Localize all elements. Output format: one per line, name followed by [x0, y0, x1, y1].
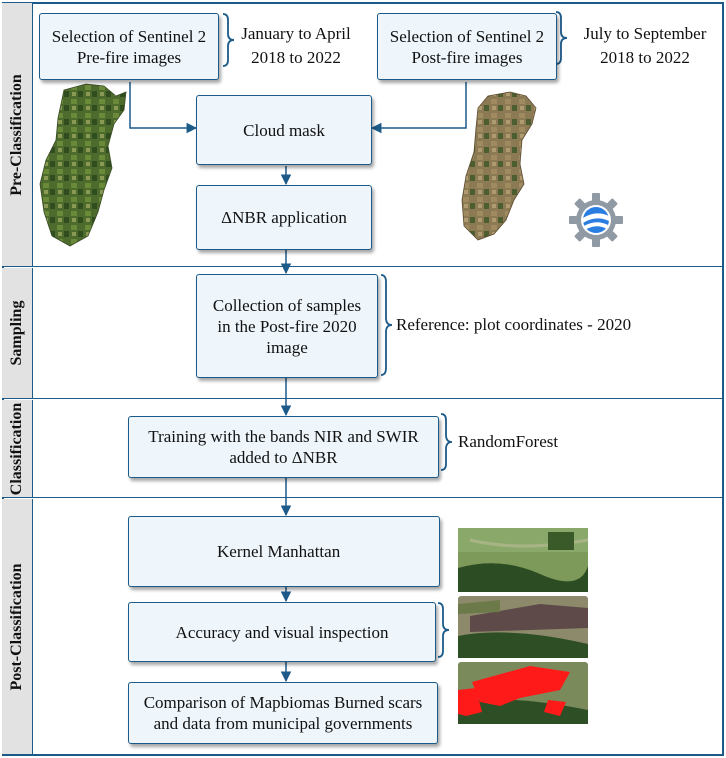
section-divider [2, 266, 724, 267]
municipality-map-prefire [39, 83, 127, 247]
training-box: Training with the bands NIR and SWIR add… [128, 416, 439, 478]
postfire-selection-box: Selection of Sentinel 2 Post-fire images [377, 13, 557, 80]
satellite-thumb-burned-red [458, 662, 588, 724]
brace-training [440, 413, 453, 471]
brace-accuracy [437, 602, 450, 658]
brace-postfire [555, 11, 568, 65]
dnbr-application-box: ΔNBR application [196, 185, 372, 250]
section-band-post-classification: Post-Classification [2, 499, 33, 754]
section-band-classification: Classification [2, 400, 33, 497]
sample-collection-box: Collection of samples in the Post-fire 2… [196, 274, 378, 378]
arrow-prefire-to-cloud [129, 82, 198, 134]
section-band-pre-classification: Pre-Classification [2, 3, 33, 266]
satellite-thumb-2 [458, 596, 588, 658]
postfire-date-range: July to September 2018 to 2022 [583, 24, 707, 67]
arrow-postfire-to-cloud [370, 82, 467, 134]
cloud-mask-box: Cloud mask [196, 95, 372, 165]
municipality-map-postfire [461, 91, 537, 241]
section-divider [2, 398, 724, 399]
section-divider [2, 497, 724, 498]
comparison-box: Comparison of Mapbiomas Burned scars and… [128, 682, 438, 744]
brace-samples [380, 274, 393, 376]
brace-prefire [222, 13, 235, 67]
satellite-thumb-1 [458, 528, 589, 592]
accuracy-inspection-box: Accuracy and visual inspection [128, 602, 436, 662]
prefire-selection-box: Selection of Sentinel 2 Pre-fire images [39, 13, 219, 80]
reference-note: Reference: plot coordinates - 2020 [396, 315, 632, 334]
earth-engine-gear-logo [569, 193, 623, 247]
kernel-manhattan-box: Kernel Manhattan [128, 516, 440, 587]
algorithm-note: RandomForest [458, 432, 559, 451]
section-band-sampling: Sampling [2, 268, 33, 398]
prefire-date-range: January to April 2018 to 2022 [241, 24, 351, 67]
